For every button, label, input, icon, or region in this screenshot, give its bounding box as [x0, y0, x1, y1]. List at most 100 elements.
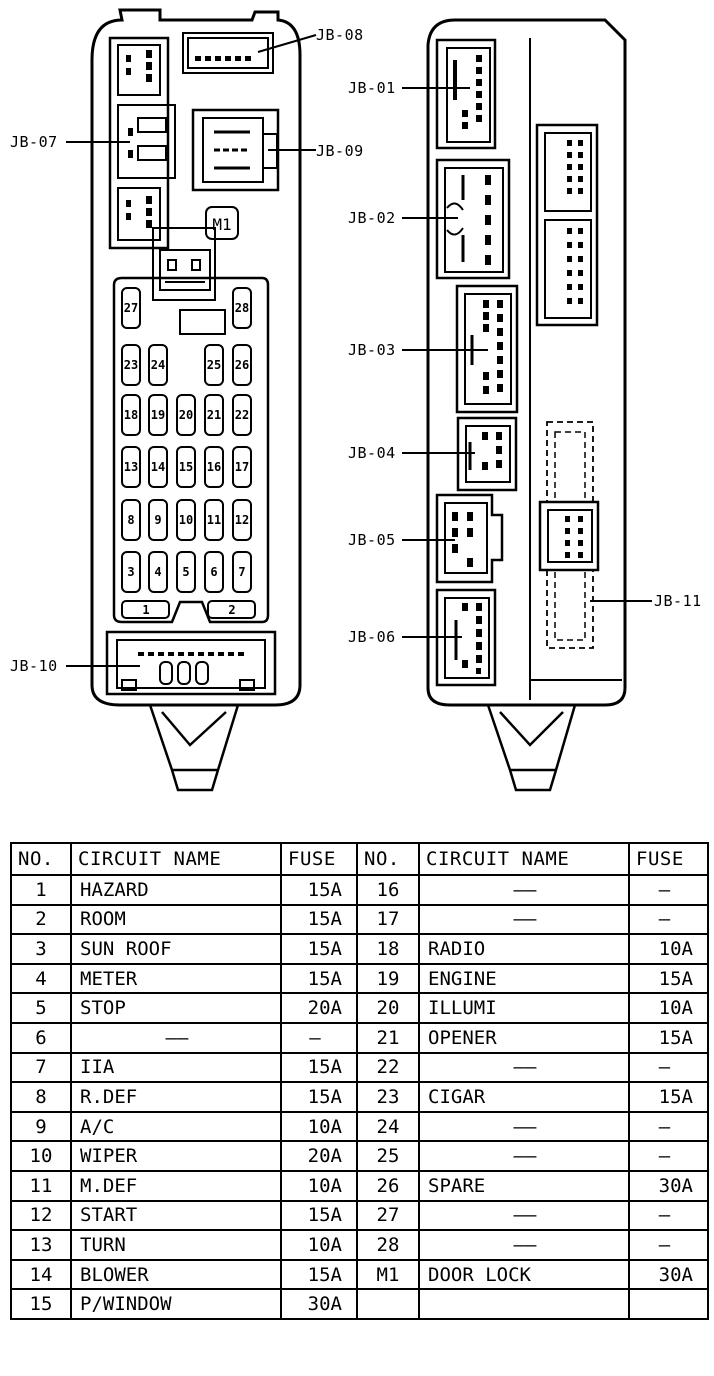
fuse-number: 11: [207, 513, 221, 527]
circuit-number-left: 4: [10, 962, 72, 995]
label-jb07: JB-07: [10, 133, 58, 151]
circuit-number-left: 5: [10, 992, 72, 1024]
fuse-rating-right: —: [628, 1110, 709, 1143]
fuse-rating-left: 15A: [280, 1258, 358, 1291]
fuse-number: 14: [151, 460, 165, 474]
label-jb11: JB-11: [654, 592, 702, 610]
fuse-table-header: NO. CIRCUIT NAME FUSE NO. CIRCUIT NAME F…: [10, 842, 709, 876]
right-upper-connectors: [535, 123, 599, 327]
fuse-area-blank-plate: [179, 309, 226, 335]
fuse-area-outline: [112, 276, 270, 624]
fuse-rating-right: —: [628, 874, 709, 906]
circuit-name-right: SPARE: [418, 1169, 630, 1202]
left-block-outline: [90, 8, 302, 707]
circuit-number-right: 18: [356, 933, 420, 965]
circuit-number-right: 25: [356, 1140, 420, 1172]
circuit-name-left: HAZARD: [70, 874, 282, 906]
m1-relay: M1: [205, 206, 239, 240]
circuit-number-left: 15: [10, 1288, 72, 1320]
circuit-number-left: 8: [10, 1081, 72, 1113]
jb02-connector: [435, 158, 511, 280]
circuit-number-left: 14: [10, 1258, 72, 1291]
fuse-7: 7: [232, 551, 252, 593]
fuse-rating-right: 15A: [628, 962, 709, 995]
header-no-left: NO.: [10, 842, 72, 876]
circuit-number-right: 23: [356, 1081, 420, 1113]
circuit-name-right: OPENER: [418, 1021, 630, 1054]
fuse-body: [176, 394, 196, 436]
fuse-number: 22: [235, 408, 249, 422]
fuse-14: 14: [148, 446, 168, 488]
label-jb09: JB-09: [316, 142, 364, 160]
jb11-connector: [538, 421, 600, 649]
fuse-rating-left: 15A: [280, 874, 358, 906]
left-block-stem: [148, 704, 240, 792]
circuit-number-right: 27: [356, 1199, 420, 1232]
fuse-8: 8: [121, 499, 141, 541]
fuse-27: 27: [121, 287, 141, 329]
fuse-body: [204, 344, 224, 386]
circuit-number-right: 21: [356, 1021, 420, 1054]
fuse-body: [204, 499, 224, 541]
circuit-number-right: 19: [356, 962, 420, 995]
fuse-body: [232, 551, 252, 593]
fuse-rating-left: 15A: [280, 933, 358, 965]
fuse-number: 8: [127, 513, 134, 527]
circuit-name-left: TURN: [70, 1229, 282, 1261]
header-circuit-name-left: CIRCUIT NAME: [70, 842, 282, 876]
fuse-5: 5: [176, 551, 196, 593]
fuse-15: 15: [176, 446, 196, 488]
fuse-table: NO. CIRCUIT NAME FUSE NO. CIRCUIT NAME F…: [10, 842, 709, 1320]
circuit-name-left: START: [70, 1199, 282, 1232]
jb08-connector: [182, 32, 274, 74]
circuit-number-left: 2: [10, 903, 72, 936]
circuit-name-right: ——: [418, 1140, 630, 1172]
circuit-name-left: R.DEF: [70, 1081, 282, 1113]
fuse-rating-right: —: [628, 1229, 709, 1261]
jb09-connector: [191, 108, 280, 192]
fuse-rating-right: —: [628, 1140, 709, 1172]
circuit-name-right: ——: [418, 1229, 630, 1261]
fuse-number: 27: [124, 301, 138, 315]
leader-lines: [66, 34, 652, 667]
circuit-number-right: 26: [356, 1169, 420, 1202]
fuse-25: 25: [204, 344, 224, 386]
header-circuit-name-right: CIRCUIT NAME: [418, 842, 630, 876]
right-junction-block: [426, 18, 627, 792]
fuse-number: 10: [179, 513, 193, 527]
fuse-body: [204, 551, 224, 593]
circuit-number-right: 24: [356, 1110, 420, 1143]
right-block-outline: [426, 18, 627, 707]
fuse-body: [176, 446, 196, 488]
jb05-connector: [435, 493, 504, 584]
circuit-name-left: BLOWER: [70, 1258, 282, 1291]
fuse-10: 10: [176, 499, 196, 541]
circuit-name-right: ILLUMI: [418, 992, 630, 1024]
fuse-number: 5: [182, 565, 189, 579]
fuse-body: [232, 344, 252, 386]
fuse-rating-left: 15A: [280, 1051, 358, 1084]
fuse-6: 6: [204, 551, 224, 593]
circuit-name-left: P/WINDOW: [70, 1288, 282, 1320]
fuse-rating-right: 30A: [628, 1258, 709, 1291]
circuit-number-right: M1: [356, 1258, 420, 1291]
fuse-body: [148, 344, 168, 386]
jb07-connector: [108, 36, 176, 250]
fuse-body: [232, 287, 252, 329]
fuse-rating-right: 30A: [628, 1169, 709, 1202]
fuse-rating-right: 10A: [628, 992, 709, 1024]
jb01-connector: [435, 38, 497, 150]
circuit-name-left: ——: [70, 1021, 282, 1054]
fuse-rating-right: 10A: [628, 933, 709, 965]
circuit-name-right: ——: [418, 874, 630, 906]
